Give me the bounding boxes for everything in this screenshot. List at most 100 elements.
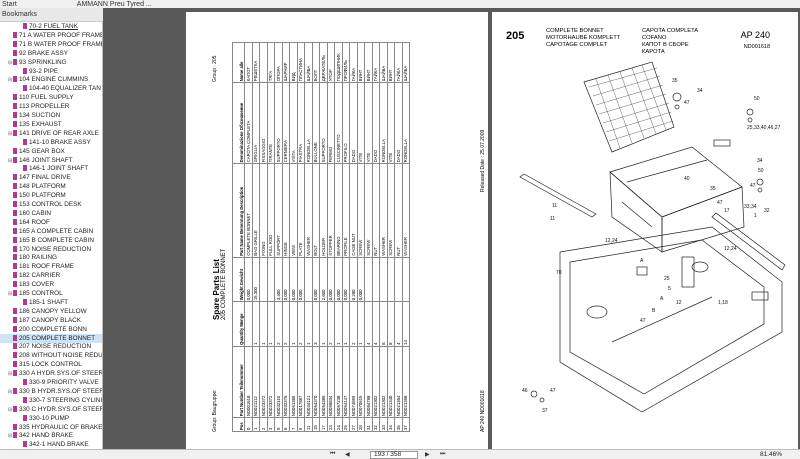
bookmark-icon [13, 147, 17, 154]
bookmark-item[interactable]: 148 PLATFORM [0, 182, 102, 191]
bookmark-item[interactable]: ⊟330 A HYDR.SYS.OF STEER [0, 369, 102, 378]
callout-label: 50 [758, 168, 764, 174]
bookmark-item[interactable]: 141-10 BRAKE ASSY [0, 138, 102, 147]
bookmark-item[interactable]: 330-9 PRIORITY VALVE [0, 378, 102, 387]
bookmark-item[interactable]: 134 SUCTION [0, 111, 102, 120]
tree-toggle-icon[interactable]: ⊟ [8, 291, 13, 297]
bookmark-item[interactable]: 180 RAILING [0, 253, 102, 262]
bookmark-label: 165 B COMPLETE CABIN [19, 236, 94, 244]
bookmark-item[interactable]: 160 CABIN [0, 209, 102, 218]
bookmark-item[interactable]: 335 HYDRAULIC OF BRAKES [0, 423, 102, 432]
bookmark-item[interactable]: 92 BRAKE ASSY [0, 49, 102, 58]
start-tab[interactable]: Start [2, 0, 17, 8]
bookmark-item[interactable]: 187 CANOPY BLACK [0, 316, 102, 325]
bookmark-item[interactable]: 150 PLATFORM [0, 191, 102, 200]
table-cell [394, 257, 402, 302]
bookmark-item[interactable]: ⊟141 DRIVE OF REAR AXLE [0, 129, 102, 138]
bookmark-label: 165 A COMPLETE CABIN [19, 227, 94, 235]
bookmark-item[interactable]: 71 B WATER PROOF FRAME [0, 40, 102, 49]
tree-toggle-icon[interactable]: ⊟ [8, 388, 13, 395]
table-cell: ВИД [289, 42, 297, 83]
bookmark-item[interactable]: 110 FUEL SUPPLY [0, 93, 102, 102]
bookmark-item[interactable]: 170 NOISE REDUCTION [0, 245, 102, 254]
bookmark-item[interactable]: 205 COMPLETE BONNET [0, 333, 102, 343]
document-title[interactable]: AMMANN Preu Tyred ... [76, 0, 152, 8]
tree-toggle-icon[interactable]: ⊟ [8, 371, 13, 378]
bookmark-item[interactable]: 113 PROPELLER [0, 102, 102, 111]
bookmark-icon [13, 361, 17, 368]
bookmark-item[interactable]: 182 CARRIER [0, 271, 102, 280]
tree-toggle-icon[interactable]: ⊟ [8, 157, 13, 164]
bookmark-item[interactable]: 70-2 FUEL TANK [0, 22, 102, 31]
prev-page-icon[interactable]: ◀ [345, 452, 350, 458]
bookmark-item[interactable]: 165 A COMPLETE CABIN [0, 227, 102, 236]
bookmark-icon [23, 85, 27, 92]
bookmark-item[interactable]: 181 ROOF FRAME [0, 262, 102, 271]
table-cell: 27 [349, 417, 357, 432]
bookmark-item[interactable]: ⊟146 JOINT SHAFT [0, 156, 102, 165]
bookmark-item[interactable]: 146-1 JOINT SHAFT [0, 164, 102, 173]
bookmark-item[interactable]: 200 COMPLETE BONN [0, 325, 102, 334]
bookmark-item[interactable]: 165 B COMPLETE CABIN [0, 236, 102, 245]
bookmark-item[interactable]: 330-7 STEERING CYLINI [0, 396, 102, 405]
page-number-input[interactable]: 193 / 358 [370, 451, 418, 459]
last-page-icon[interactable]: ⏭ [440, 451, 446, 457]
bookmark-item[interactable]: ⊟330 C HYDR.SYS.OF STEER [0, 405, 102, 414]
tree-toggle-icon[interactable]: ⊟ [8, 59, 13, 66]
bookmark-item[interactable]: 207 NOISE REDUCTION [0, 342, 102, 351]
table-cell: HOLDER [319, 163, 327, 258]
bookmark-icon [13, 218, 17, 225]
bookmark-label: 183 COVER [19, 281, 55, 289]
page-gutter [103, 8, 183, 449]
bookmark-item[interactable]: 164 ROOF [0, 218, 102, 227]
bookmark-icon [13, 76, 17, 83]
table-cell [244, 301, 252, 347]
callout-label: 47 [750, 183, 756, 189]
bookmark-item[interactable]: ⊟ 330 B HYDR.SYS.OF STEER [0, 387, 103, 396]
callout-label: 35 [710, 186, 716, 192]
bookmark-item[interactable]: 104-40 EQUALIZER TAN [0, 84, 102, 93]
bookmark-item[interactable]: 315 LOCK CONTROL [0, 360, 102, 369]
tree-toggle-icon[interactable]: ⊟ [8, 406, 13, 413]
bookmark-item[interactable]: ⊟93 SPRINKLING [0, 58, 102, 67]
bookmark-item[interactable]: 153 CONTROL DESK [0, 200, 102, 209]
bookmark-item[interactable]: 183 COVER [0, 280, 102, 289]
bookmark-item[interactable]: 330-10 PUMP [0, 414, 102, 423]
release-date: Released Date : 25.07.2009 [480, 129, 486, 192]
bookmark-item[interactable]: 71 A WATER PROOF FRAME [0, 31, 102, 40]
bookmark-label: 330 B HYDR.SYS.OF STEER [19, 387, 103, 395]
table-cell: 2 [349, 301, 357, 347]
bookmark-item[interactable]: 147 FINAL DRIVE [0, 173, 102, 182]
tree-toggle-icon[interactable]: ⊟ [8, 433, 13, 440]
table-cell: 1 [357, 301, 365, 347]
bookmark-icon [13, 49, 17, 56]
names-col1: COMPLETE BONNET MOTORHAUBE KOMPLETT CAPO… [546, 28, 621, 48]
bookmark-item[interactable]: 208 WITHOUT NOISE REDU [0, 351, 102, 360]
first-page-icon[interactable]: ⏮ [330, 451, 336, 457]
callout-label: 25,33,40,46,27 [747, 125, 781, 131]
bookmark-item[interactable]: 185-1 SHAFT [0, 298, 102, 307]
bookmark-item[interactable]: ⊟185 CONTROL [0, 289, 102, 298]
callout-label: 37 [542, 408, 548, 414]
callout-label: 32 [764, 208, 770, 214]
bookmark-item[interactable]: ⊟342 HAND BRAKE [0, 431, 102, 440]
bookmark-item[interactable]: 93-2 PIPE [0, 67, 102, 76]
table-cell: 2,600 [319, 257, 327, 302]
bookmark-item[interactable]: ⊟104 ENGINE CUMMINS [0, 75, 102, 84]
bookmark-label: 134 SUCTION [19, 112, 61, 119]
tree-toggle-icon[interactable]: ⊟ [8, 77, 13, 84]
table-cell: 14 [402, 301, 410, 347]
zoom-level[interactable]: 81.46% [759, 451, 782, 458]
bookmark-item[interactable]: 135 EXHAUST [0, 120, 102, 129]
table-cell: ПОДШИПНИК [334, 42, 342, 83]
bookmark-item[interactable]: 145 GEAR BOX [0, 147, 102, 156]
next-page-icon[interactable]: ▶ [425, 452, 430, 458]
bookmark-item[interactable]: 342-1 HAND BRAKE [0, 440, 102, 449]
tree-toggle-icon[interactable]: ⊟ [8, 130, 13, 137]
bookmark-icon [23, 165, 27, 172]
callout-label: 34 [757, 158, 763, 164]
bookmark-item[interactable]: 186 CANOPY YELLOW [0, 307, 102, 316]
